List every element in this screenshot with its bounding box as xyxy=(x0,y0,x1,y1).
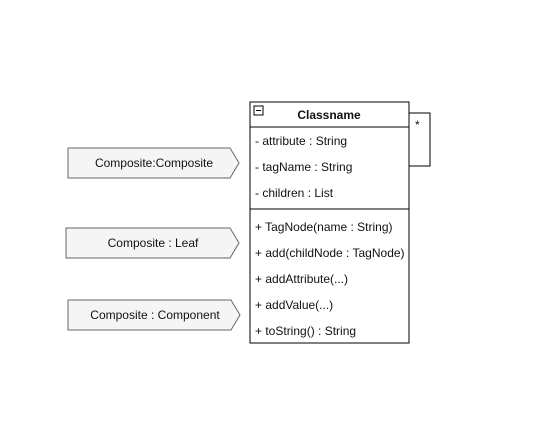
operation-row[interactable]: + TagNode(name : String) xyxy=(255,220,393,234)
class-title: Classname xyxy=(297,108,361,122)
role-composite-composite[interactable]: Composite:Composite xyxy=(67,147,240,179)
role-shape xyxy=(65,227,240,259)
role-composite-component[interactable]: Composite : Component xyxy=(67,299,241,331)
operation-row[interactable]: + addAttribute(...) xyxy=(255,272,348,286)
multiplicity-label: * xyxy=(415,118,420,132)
class-border xyxy=(249,101,410,344)
operation-row[interactable]: + addValue(...) xyxy=(255,298,333,312)
operation-row[interactable]: + add(childNode : TagNode) xyxy=(255,246,405,260)
attribute-row[interactable]: - children : List xyxy=(255,186,334,200)
role-shape xyxy=(67,299,241,331)
operation-row[interactable]: + toString() : String xyxy=(255,324,356,338)
role-shape xyxy=(67,147,240,179)
attribute-row[interactable]: - tagName : String xyxy=(255,160,352,174)
class-box[interactable]: Classname - attribute : String - tagName… xyxy=(249,101,410,344)
role-label: Composite:Composite xyxy=(95,156,213,170)
minus-box-icon[interactable] xyxy=(253,105,264,116)
attribute-row[interactable]: - attribute : String xyxy=(255,134,347,148)
role-label: Composite : Leaf xyxy=(108,236,199,250)
self-association-edge[interactable] xyxy=(409,112,431,167)
role-composite-leaf[interactable]: Composite : Leaf xyxy=(65,227,240,259)
role-label: Composite : Component xyxy=(90,308,220,322)
